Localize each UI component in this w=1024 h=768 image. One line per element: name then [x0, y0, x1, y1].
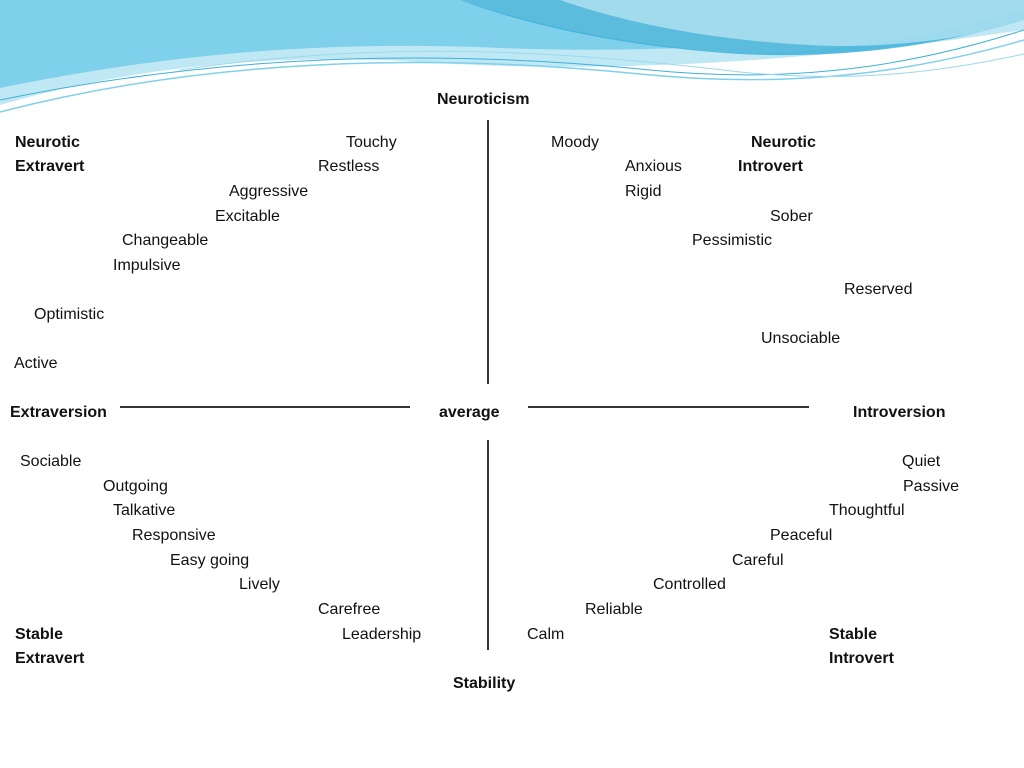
quadrant-stable-introvert-line2: Introvert [829, 650, 894, 667]
trait-touchy: Touchy [346, 134, 397, 151]
trait-quiet: Quiet [902, 453, 941, 470]
trait-excitable: Excitable [215, 208, 280, 225]
trait-changeable: Changeable [122, 232, 209, 249]
trait-lively: Lively [239, 576, 280, 593]
vertical-axis-top [487, 120, 489, 384]
trait-sober: Sober [770, 208, 813, 225]
trait-peaceful: Peaceful [770, 527, 833, 544]
quadrant-neurotic-extravert-line2: Extravert [15, 158, 85, 175]
quadrant-stable-extravert-line2: Extravert [15, 650, 85, 667]
trait-sociable: Sociable [20, 453, 82, 470]
trait-rigid: Rigid [625, 183, 662, 200]
wave-line-3 [179, 50, 1024, 77]
trait-easy-going: Easy going [170, 552, 250, 569]
axis-label-bottom: Stability [453, 675, 516, 692]
trait-passive: Passive [903, 478, 960, 495]
trait-calm: Calm [527, 626, 565, 643]
trait-talkative: Talkative [113, 502, 176, 519]
trait-impulsive: Impulsive [113, 257, 181, 274]
axis-label-left: Extraversion [10, 404, 107, 421]
trait-active: Active [14, 355, 58, 372]
trait-pessimistic: Pessimistic [692, 232, 773, 249]
trait-reliable: Reliable [585, 601, 643, 618]
axis-label-top: Neuroticism [437, 91, 530, 108]
trait-anxious: Anxious [625, 158, 682, 175]
trait-outgoing: Outgoing [103, 478, 168, 495]
trait-aggressive: Aggressive [229, 183, 309, 200]
header-wave-decoration [0, 0, 1024, 113]
trait-carefree: Carefree [318, 601, 381, 618]
wave-line-1 [0, 39, 1024, 113]
quadrant-neurotic-introvert-line1: Neurotic [751, 134, 816, 151]
wave-band-highlight [560, 0, 1024, 46]
wave-line-2 [0, 29, 1024, 101]
trait-thoughtful: Thoughtful [829, 502, 905, 519]
vertical-axis-bottom [487, 440, 489, 650]
axis-label-center: average [439, 404, 500, 421]
trait-restless: Restless [318, 158, 380, 175]
quadrant-neurotic-introvert-line2: Introvert [738, 158, 803, 175]
quadrant-neurotic-extravert-line1: Neurotic [15, 134, 80, 151]
trait-controlled: Controlled [653, 576, 726, 593]
horizontal-axis-right [528, 406, 809, 408]
trait-unsociable: Unsociable [761, 330, 841, 347]
quadrant-stable-extravert-line1: Stable [15, 626, 64, 643]
quadrant-stable-introvert-line1: Stable [829, 626, 878, 643]
axis-label-right: Introversion [853, 404, 946, 421]
trait-leadership: Leadership [342, 626, 422, 643]
trait-moody: Moody [551, 134, 600, 151]
trait-reserved: Reserved [844, 281, 913, 298]
trait-responsive: Responsive [132, 527, 216, 544]
trait-careful: Careful [732, 552, 784, 569]
horizontal-axis-left [120, 406, 410, 408]
trait-optimistic: Optimistic [34, 306, 105, 323]
